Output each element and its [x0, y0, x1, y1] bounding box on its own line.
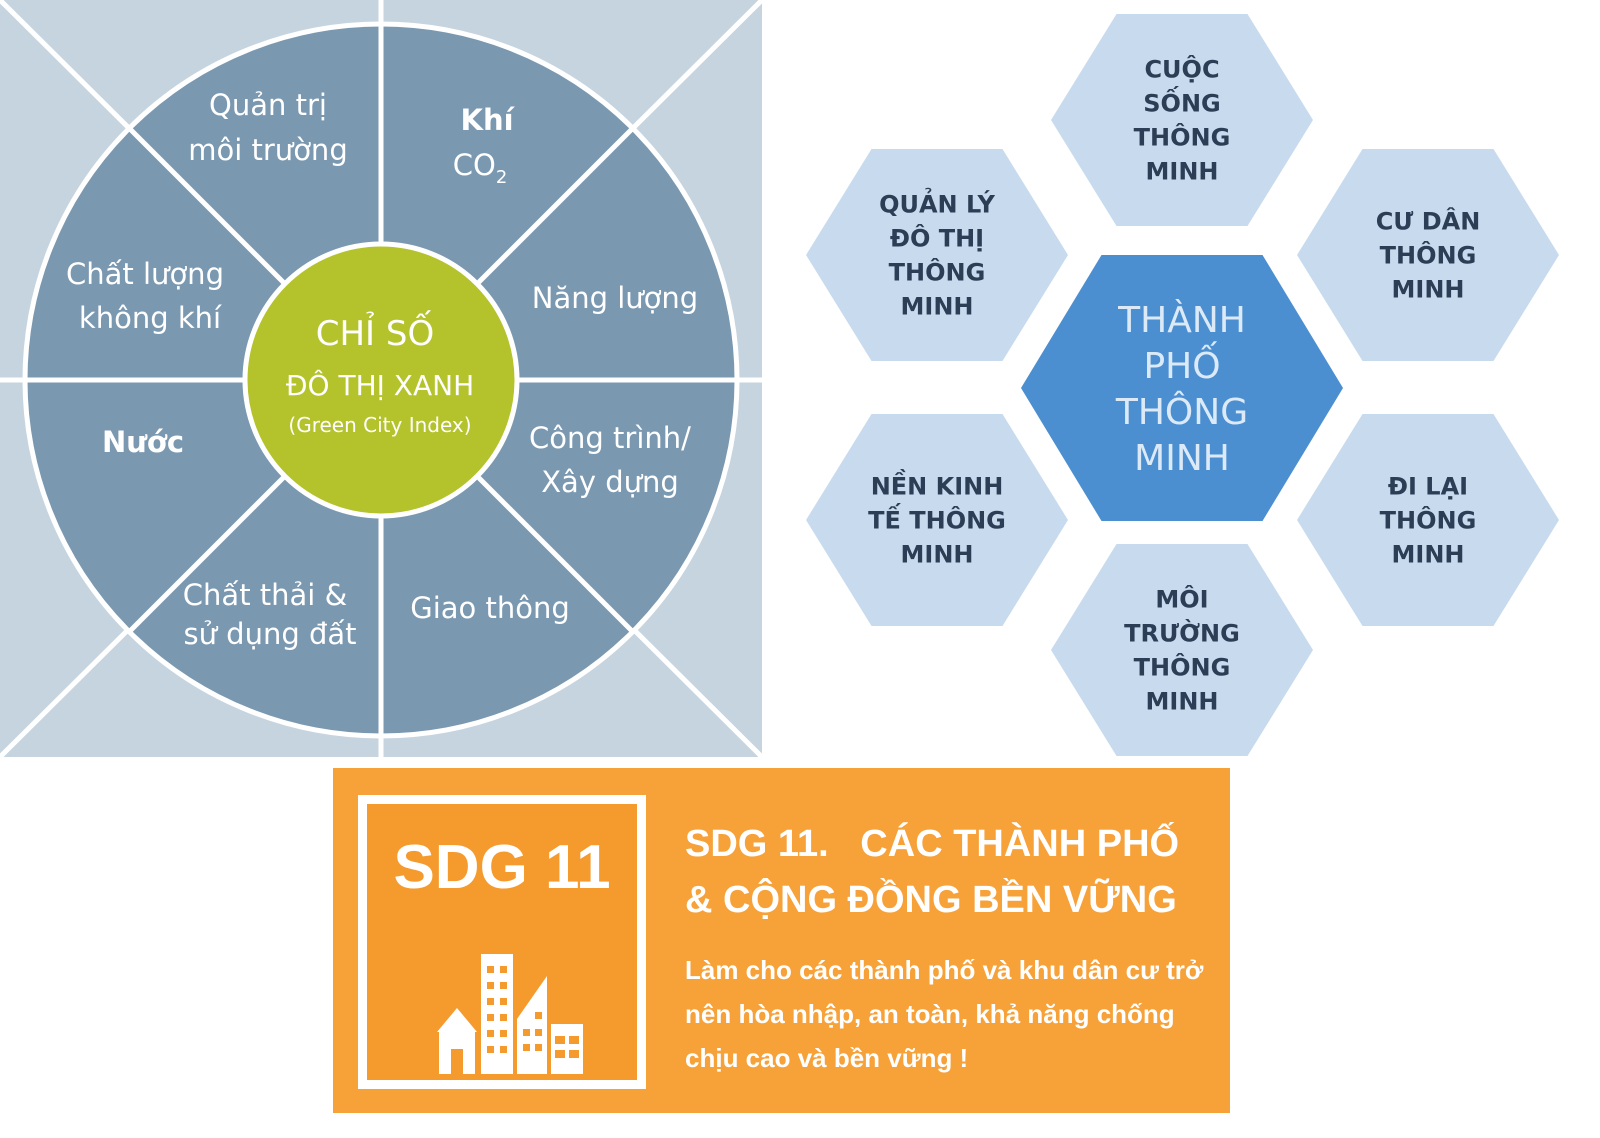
hex-smart-living-shape: [1051, 14, 1313, 226]
svg-text:Xây dựng: Xây dựng: [541, 465, 679, 499]
hex-smart-economy-label: MINH: [901, 541, 974, 569]
hex-smart-environment-label: TRƯỜNG: [1124, 618, 1240, 648]
hex-smart-mobility-shape: [1297, 414, 1559, 626]
segment-energy: Năng lượng: [532, 281, 698, 315]
svg-text:Công trình/: Công trình/: [529, 421, 691, 455]
hex-smart-city-center-shape: [1021, 255, 1343, 521]
hex-smart-living-label: SỐNG: [1143, 85, 1220, 118]
hex-smart-economy-label: TẾ THÔNG: [868, 502, 1006, 535]
hex-smart-city-center-label: THÀNH: [1117, 299, 1246, 341]
sdg11-badge: SDG 11: [358, 795, 646, 1089]
segment-transport: Giao thông: [410, 591, 570, 625]
hex-smart-people: CƯ DÂN THÔNG MINH: [1297, 149, 1559, 361]
hex-smart-people-label: MINH: [1392, 276, 1465, 304]
hex-smart-city-center-label: THÔNG: [1115, 391, 1248, 433]
hex-smart-city-center-label: PHỐ: [1143, 341, 1220, 387]
hex-smart-environment-label: MINH: [1146, 688, 1219, 716]
wheel-center-label: CHỈ SỐ ĐÔ THỊ XANH (Green City Index): [286, 309, 474, 437]
svg-text:không khí: không khí: [79, 301, 222, 335]
svg-text:Chất lượng: Chất lượng: [66, 257, 224, 291]
segment-co2: Khí CO2: [453, 103, 516, 188]
hex-smart-people-label: CƯ DÂN: [1376, 207, 1481, 236]
segment-air-quality: Chất lượng không khí: [66, 257, 224, 335]
green-city-index-wheel: Quản trị môi trường Khí CO2 Năng lượng C…: [0, 0, 762, 757]
hex-smart-environment-label: THÔNG: [1134, 652, 1231, 682]
segment-buildings: Công trình/ Xây dựng: [529, 421, 691, 499]
hex-smart-governance-label: QUẢN LÝ: [879, 186, 995, 219]
hex-smart-mobility: ĐI LẠI THÔNG MINH: [1297, 414, 1559, 626]
hex-smart-environment-label: MÔI: [1155, 584, 1208, 614]
sdg11-description: Làm cho các thành phố và khu dân cư trở …: [685, 955, 1204, 1073]
hex-smart-people-label: THÔNG: [1380, 240, 1477, 270]
hex-smart-governance: QUẢN LÝ ĐÔ THỊ THÔNG MINH: [806, 149, 1068, 361]
svg-text:ĐÔ THỊ XANH: ĐÔ THỊ XANH: [286, 368, 474, 402]
hex-smart-mobility-label: THÔNG: [1380, 505, 1477, 535]
segment-waste-land-use: Chất thải & sử dụng đất: [183, 578, 357, 651]
svg-text:(Green City Index): (Green City Index): [288, 413, 471, 437]
hex-smart-mobility-label: MINH: [1392, 541, 1465, 569]
hex-smart-mobility-label: ĐI LẠI: [1388, 473, 1468, 501]
sdg11-title: SDG 11. CÁC THÀNH PHỐ & CỘNG ĐỒNG BỀN VỮ…: [685, 823, 1180, 921]
hex-smart-living-label: MINH: [1146, 158, 1219, 186]
hex-smart-governance-label: MINH: [901, 293, 974, 321]
hex-smart-living-label: CUỘC: [1144, 54, 1219, 84]
hex-smart-governance-label: THÔNG: [889, 257, 986, 287]
svg-text:môi trường: môi trường: [188, 133, 347, 167]
hex-smart-economy-shape: [806, 414, 1068, 626]
hex-smart-governance-label: ĐÔ THỊ: [890, 223, 984, 253]
city-buildings-icon: [437, 954, 583, 1074]
svg-text:sử dụng đất: sử dụng đất: [183, 617, 356, 651]
sdg11-banner: SDG 11 SDG 11: [333, 768, 1230, 1113]
hex-smart-environment: MÔI TRƯỜNG THÔNG MINH: [1051, 544, 1313, 756]
svg-text:CHỈ SỐ: CHỈ SỐ: [316, 309, 435, 354]
segment-environment-governance: Quản trị môi trường: [188, 88, 347, 167]
hex-smart-economy-label: NỀN KINH: [871, 468, 1004, 501]
svg-text:Quản trị: Quản trị: [209, 88, 327, 122]
hex-smart-living-label: THÔNG: [1134, 122, 1231, 152]
segment-water: Nước: [102, 425, 184, 459]
hex-smart-environment-shape: [1051, 544, 1313, 756]
wheel-center: [242, 241, 520, 519]
svg-text:Chất thải &: Chất thải &: [183, 578, 347, 612]
hex-smart-city-center-label: MINH: [1134, 438, 1230, 479]
svg-text:CO2: CO2: [453, 148, 508, 188]
hex-smart-governance-shape: [806, 149, 1068, 361]
hex-smart-people-shape: [1297, 149, 1559, 361]
sdg11-badge-label: SDG 11: [393, 833, 611, 902]
svg-text:Khí: Khí: [460, 103, 515, 137]
